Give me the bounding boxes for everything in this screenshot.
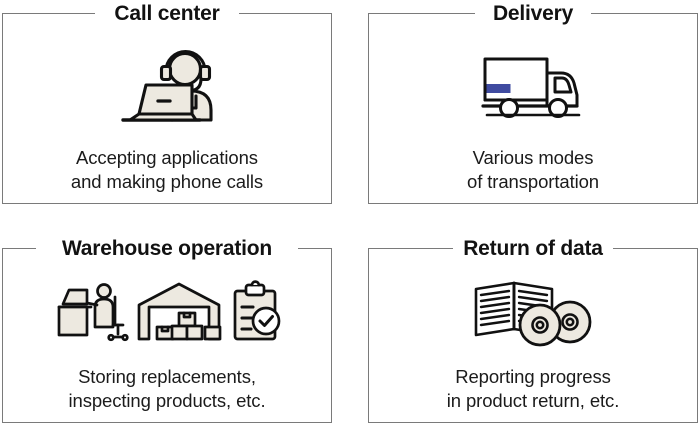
panel-caption-return-of-data: Reporting progress in product return, et… xyxy=(446,366,620,411)
panel-delivery: Delivery xyxy=(366,0,700,206)
operator-headset-laptop-icon xyxy=(121,50,213,122)
panel-return-of-data: Return of data xyxy=(366,235,700,425)
book-discs-icon xyxy=(474,281,592,347)
panel-title-call-center: Call center xyxy=(105,3,229,24)
icon-operator-headset-laptop-wrap xyxy=(0,24,334,146)
panel-title-return-of-data: Return of data xyxy=(454,238,612,259)
panel-caption-delivery: Various modes of transportation xyxy=(467,147,599,192)
panel-title-delivery: Delivery xyxy=(483,3,583,24)
panel-title-warehouse-operation: Warehouse operation xyxy=(52,238,282,259)
delivery-truck-icon xyxy=(481,57,581,119)
icon-book-discs-wrap xyxy=(366,259,700,365)
panel-caption-warehouse-operation: Storing replacements, inspecting product… xyxy=(68,366,266,411)
panel-caption-call-center: Accepting applications and making phone … xyxy=(70,147,264,192)
panel-warehouse-operation: Warehouse operation xyxy=(0,235,334,425)
warehouse-worker-clipboard-icon xyxy=(57,280,281,342)
icon-delivery-truck-wrap xyxy=(366,24,700,146)
icon-warehouse-worker-clipboard-wrap xyxy=(0,259,334,365)
panel-call-center: Call center xyxy=(0,0,334,206)
